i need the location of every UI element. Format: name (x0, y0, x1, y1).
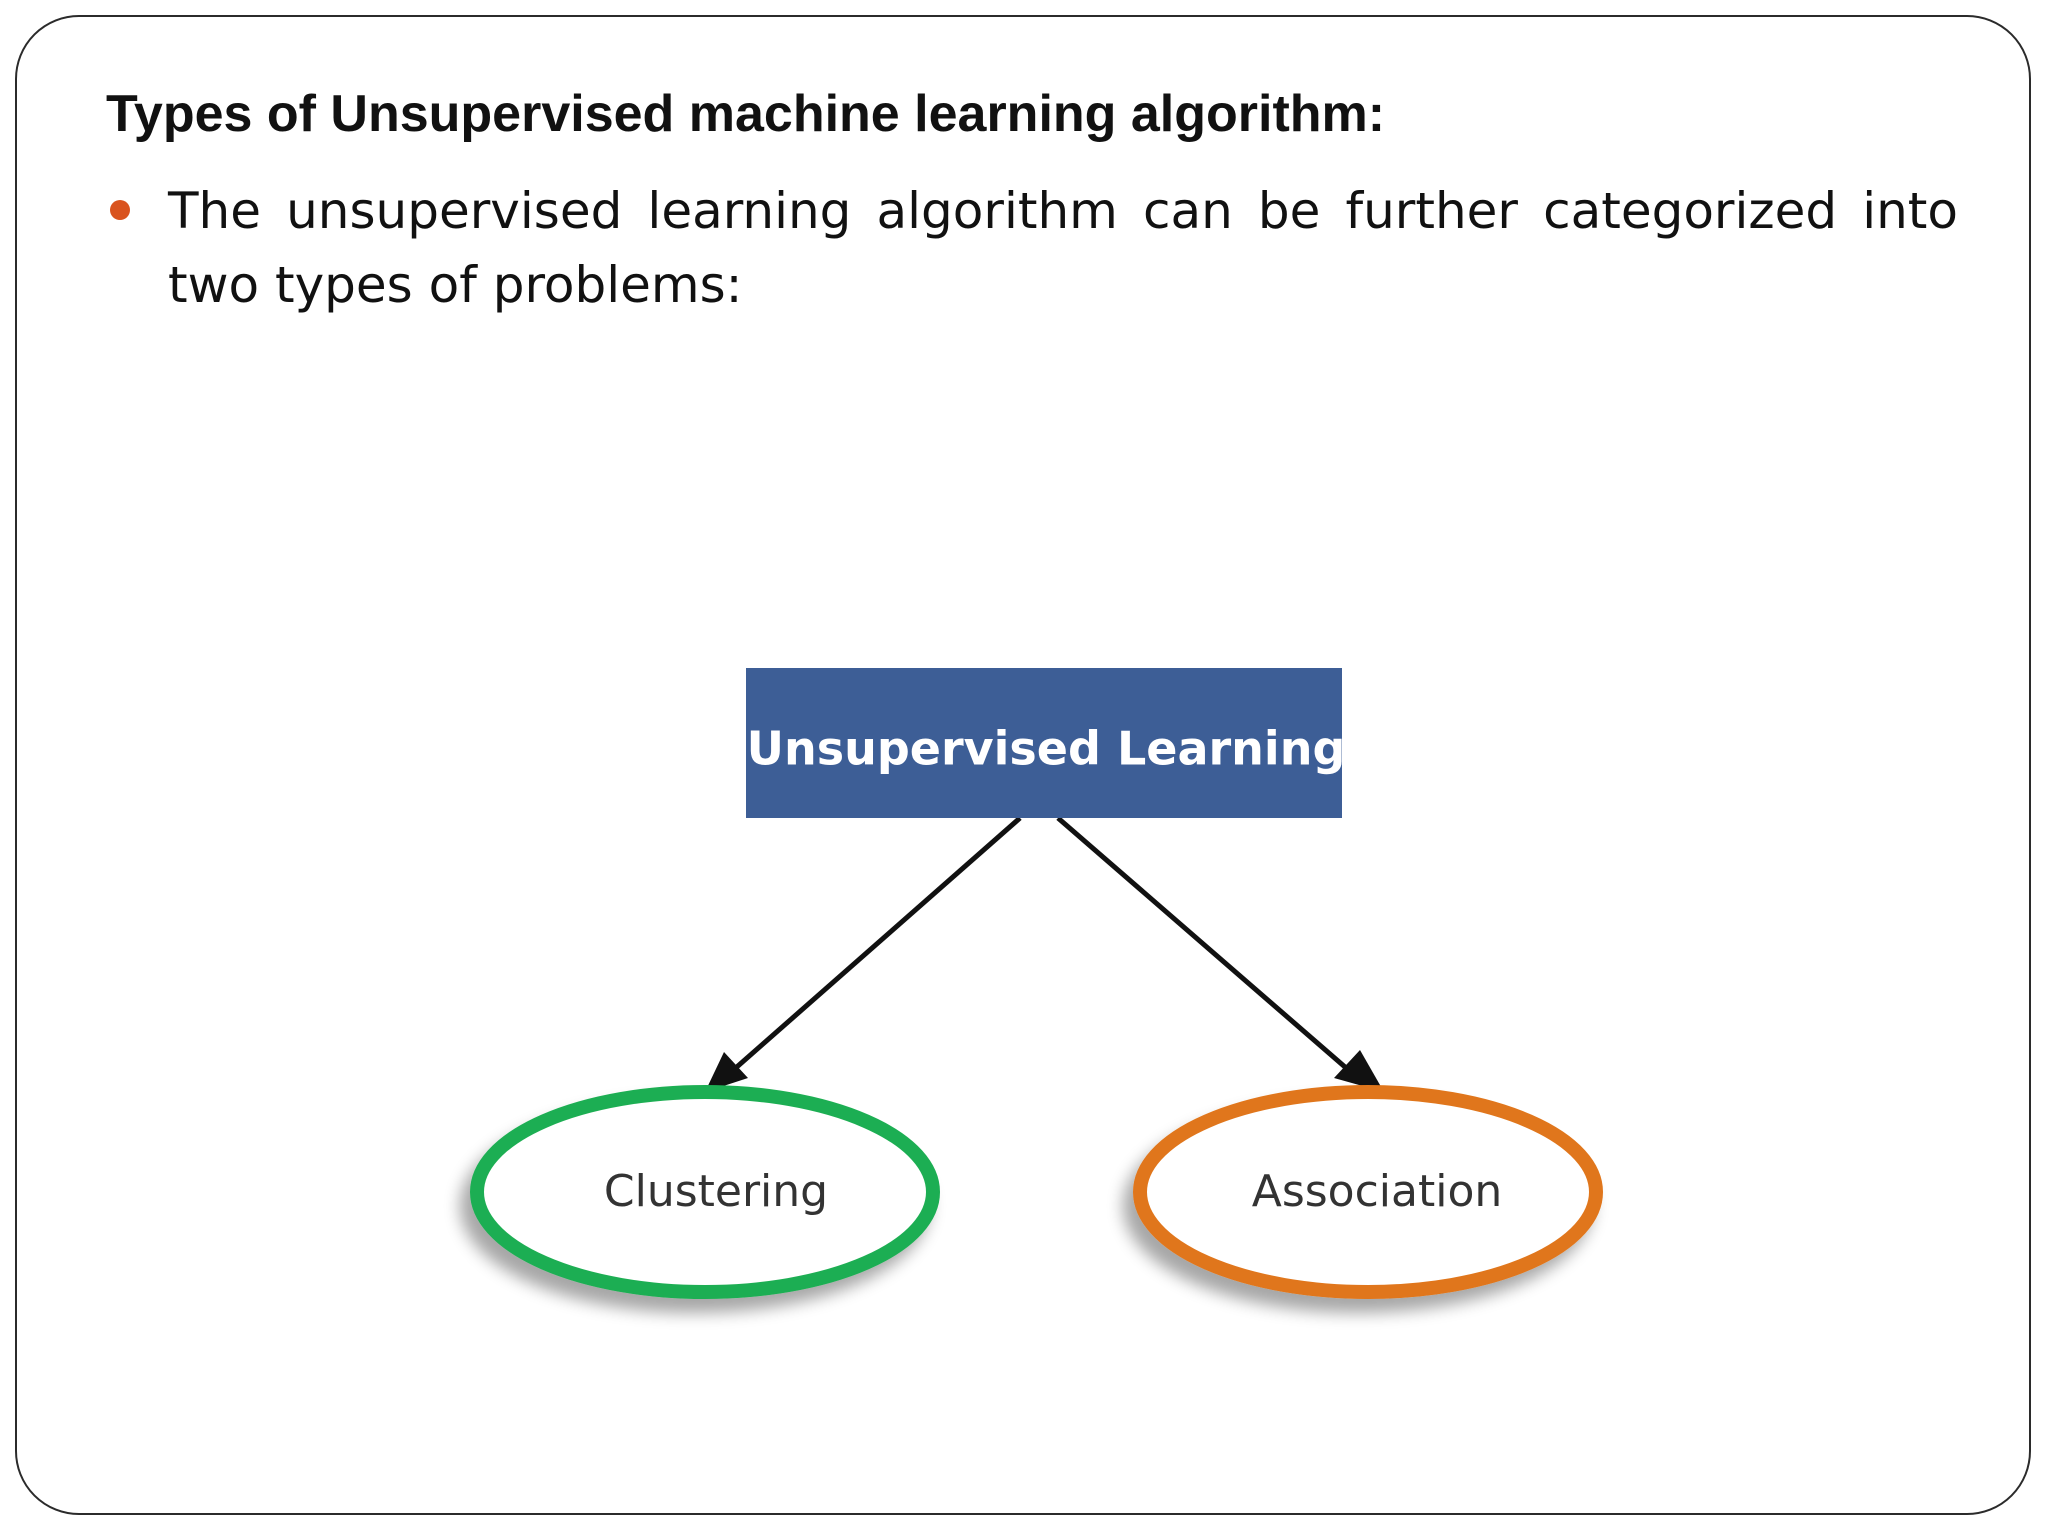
edge-root-clustering (720, 816, 1022, 1082)
root-node-label: Unsupervised Learning (747, 722, 1346, 776)
arrowhead-clustering (705, 1052, 748, 1092)
edge-root-association (1056, 816, 1362, 1082)
slide-title: Types of Unsupervised machine learning a… (106, 85, 1386, 143)
clustering-node (470, 1085, 940, 1299)
bullet-text: The unsupervised learning algorithm can … (168, 182, 1958, 314)
clustering-label: Clustering (604, 1166, 828, 1217)
root-node-box (746, 668, 1342, 818)
arrowhead-association (1334, 1050, 1384, 1092)
association-label: Association (1252, 1166, 1503, 1217)
bullet-marker (110, 200, 130, 220)
association-node (1133, 1085, 1603, 1299)
